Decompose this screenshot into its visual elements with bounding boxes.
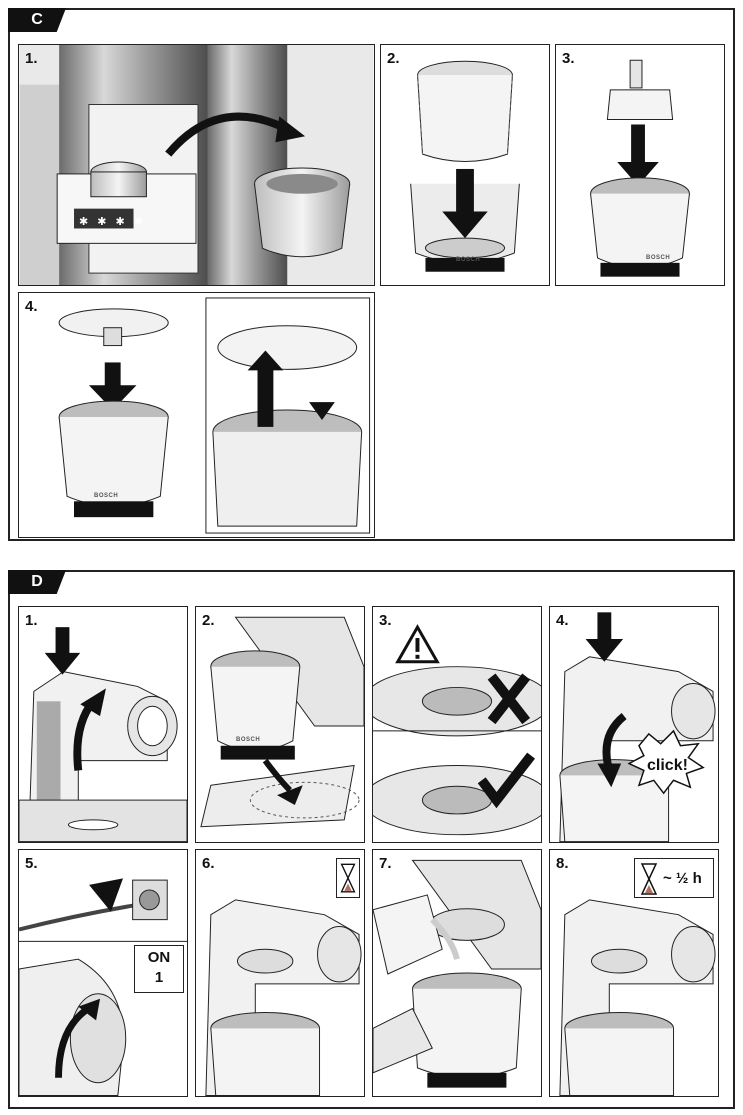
step-number: 3.: [379, 612, 392, 629]
hourglass-icon: [640, 863, 658, 895]
lid-attach-illustration: [58, 297, 371, 534]
hourglass-badge: [336, 858, 360, 898]
arrow-icon: [55, 627, 70, 657]
bowl-insert-illustration: [410, 60, 520, 272]
panel-d6: 6.: [195, 849, 365, 1097]
panel-c4: 4. BOSCH: [18, 292, 375, 538]
on-label: ON: [147, 949, 171, 966]
panel-c1: 1. ✱: [18, 44, 375, 286]
cross-icon: [487, 673, 531, 725]
duration-badge: ~ ½ h: [634, 858, 714, 898]
step-number: 5.: [25, 855, 38, 872]
brand-logo: BOSCH: [646, 255, 671, 261]
section-d: D 1. 2. BOSCH: [8, 570, 735, 1109]
step-number: 2.: [387, 50, 400, 67]
step-number: 8.: [556, 855, 569, 872]
step-number: 1.: [25, 612, 38, 629]
arrow-icon: [597, 612, 612, 642]
check-icon: [477, 752, 536, 809]
brand-logo: BOSCH: [94, 493, 119, 499]
step-number: 2.: [202, 612, 215, 629]
plug-in-illustration: [19, 878, 187, 1096]
panel-d1: 1.: [18, 606, 188, 843]
place-bowl-illustration: [200, 616, 364, 828]
step-number: 6.: [202, 855, 215, 872]
brand-logo: BOSCH: [456, 257, 481, 263]
arrow-icon: [456, 168, 474, 214]
arrow-icon: [631, 124, 645, 166]
panel-d8: 8. ~ ½ h: [549, 849, 719, 1097]
panel-d7: 7.: [372, 849, 542, 1097]
lower-arm-illustration: [559, 612, 716, 842]
pour-mixture-illustration: [373, 859, 541, 1088]
arrow-icon: [257, 362, 274, 427]
step-number: 1.: [25, 50, 38, 67]
arrow-icon: [104, 362, 121, 388]
freeze-wait-illustration: [559, 899, 716, 1096]
step-number: 4.: [25, 298, 38, 315]
brand-logo: BOSCH: [236, 737, 261, 743]
panel-d5: 5. ON 1: [18, 849, 188, 1097]
panel-c3: 3. BOSCH: [555, 44, 725, 286]
on-switch-badge: ON 1: [134, 945, 184, 993]
arrow-icon: [55, 1005, 91, 1078]
step-number: 3.: [562, 50, 575, 67]
arrow-icon: [89, 878, 124, 912]
duration-label: ~ ½ h: [663, 870, 702, 887]
speed-level: 1: [154, 969, 164, 986]
arrow-icon: [262, 758, 292, 793]
freezer-illustration: [19, 45, 374, 285]
unlock-arm-illustration: [19, 627, 187, 842]
section-c: C 1.: [8, 8, 735, 541]
panel-c2: 2. BOSCH: [380, 44, 550, 286]
panel-d3: 3.: [372, 606, 542, 843]
paddle-insert-illustration: [590, 59, 690, 277]
align-check-illustration: [373, 624, 541, 836]
freezer-star-rating: ✱ ✱ ✱ ✱: [79, 216, 147, 228]
freeze-run-illustration: [205, 899, 362, 1096]
step-number: 4.: [556, 612, 569, 629]
panel-d4: 4. click!: [549, 606, 719, 843]
hourglass-icon: [340, 863, 356, 893]
section-d-label: D: [8, 570, 66, 594]
arrow-icon: [165, 112, 290, 157]
click-label: click!: [647, 757, 688, 774]
section-c-label: C: [8, 8, 66, 32]
step-number: 7.: [379, 855, 392, 872]
panel-d2: 2. BOSCH: [195, 606, 365, 843]
